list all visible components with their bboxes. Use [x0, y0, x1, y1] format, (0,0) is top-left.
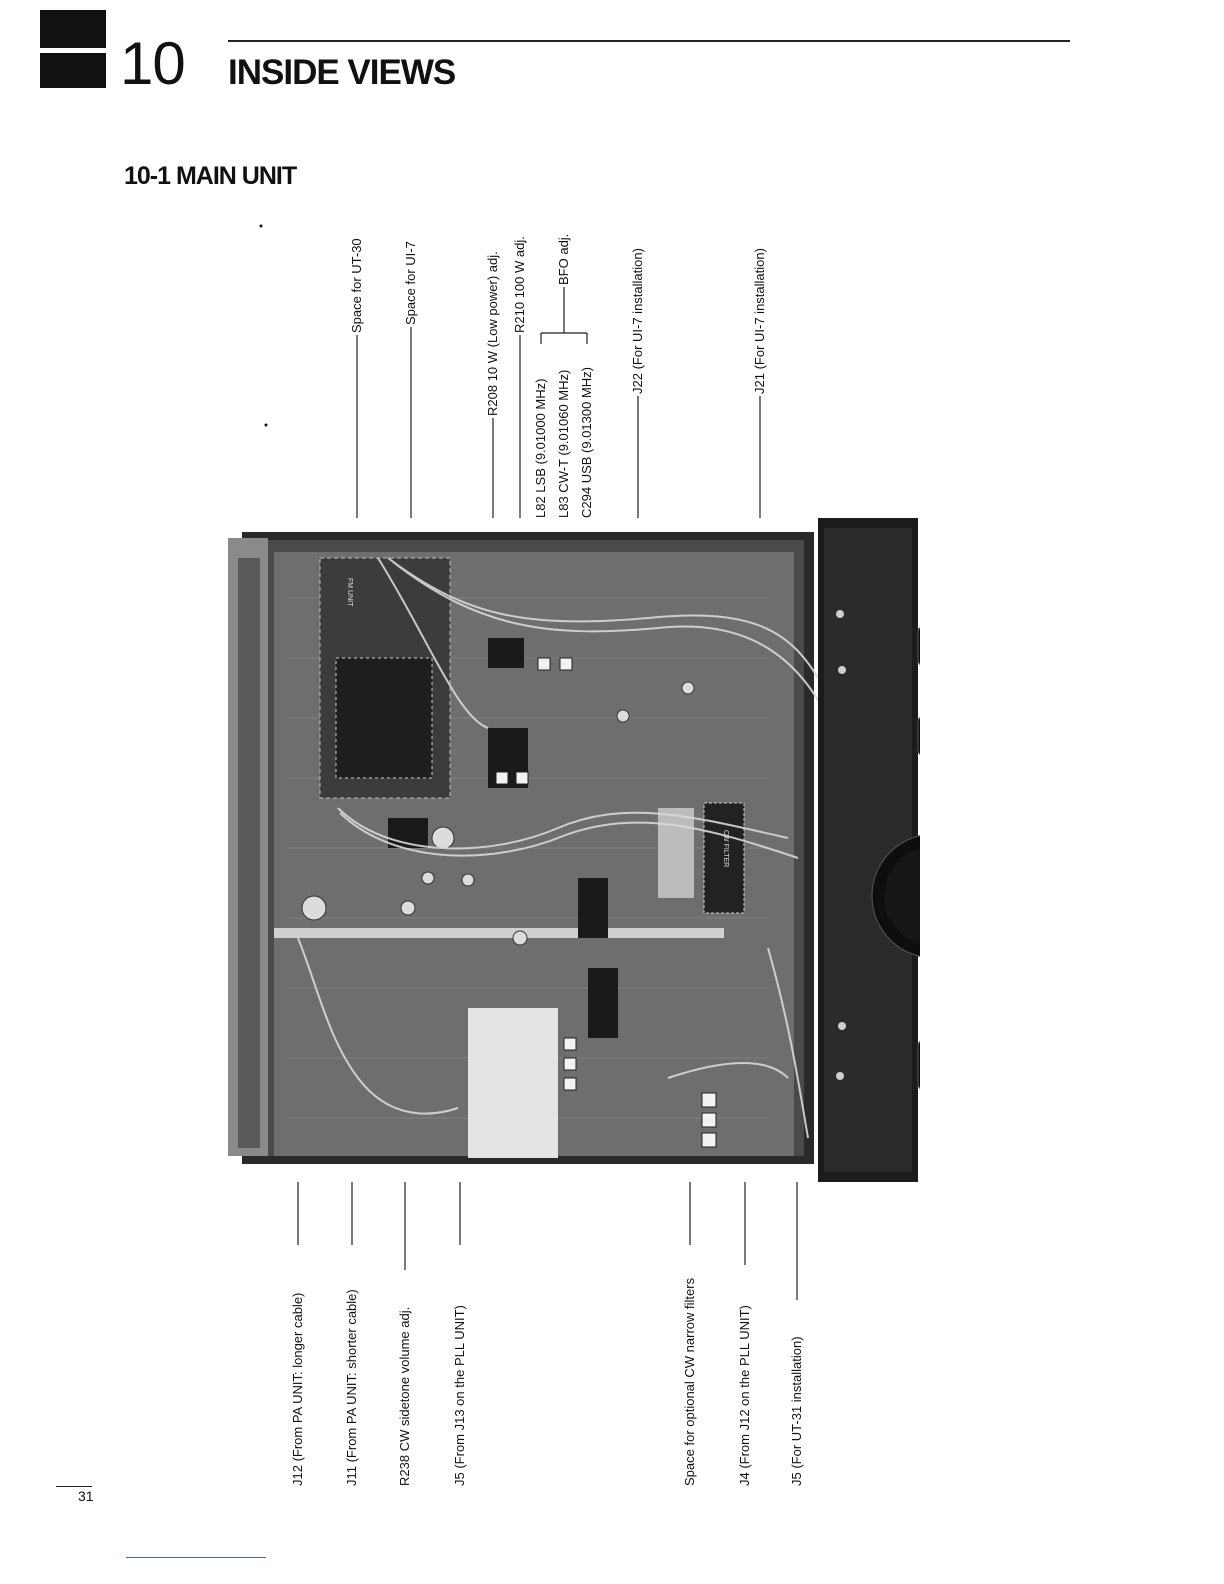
label-j22: J22 (For UI-7 installation) [630, 248, 645, 394]
label-c294: C294 USB (9.01300 MHz) [579, 366, 594, 518]
chapter-number: 10 [120, 30, 186, 97]
label-space-ui7: Space for UI-7 [403, 241, 418, 325]
label-r238: R238 CW sidetone volume adj. [397, 1306, 412, 1486]
pcb-label-fm-unit: FM UNIT [346, 578, 353, 607]
chapter-rule [228, 40, 1070, 42]
pcb-label-cw-filter: CW FILTER [722, 830, 729, 867]
page-number-rule [56, 1486, 92, 1487]
label-j11: J11 (From PA UNIT: shorter cable) [344, 1289, 359, 1486]
label-j21: J21 (For UI-7 installation) [752, 248, 767, 394]
chapter-marker-bottom [40, 53, 106, 88]
footer-link-rule [126, 1557, 266, 1558]
label-j4: J4 (From J12 on the PLL UNIT) [737, 1305, 752, 1486]
label-cw-filters: Space for optional CW narrow filters [682, 1277, 697, 1486]
label-j5-pll: J5 (From J13 on the PLL UNIT) [452, 1305, 467, 1486]
label-j5-ut31: J5 (For UT-31 installation) [789, 1336, 804, 1486]
chapter-marker-top [40, 10, 106, 48]
section-title: 10-1 MAIN UNIT [124, 162, 297, 190]
chapter-title: INSIDE VIEWS [228, 53, 456, 92]
label-l82: L82 LSB (9.01000 MHz) [533, 378, 548, 518]
page-number: 31 [78, 1488, 94, 1504]
main-unit-photo: CW FILTER FM UNIT [228, 518, 920, 1182]
label-r208: R208 10 W (Low power) adj. [485, 251, 500, 416]
label-r210: R210 100 W adj. [512, 236, 527, 333]
label-bfo: BFO adj. [556, 233, 571, 285]
label-j12: J12 (From PA UNIT: longer cable) [290, 1292, 305, 1486]
label-l83: L83 CW-T (9.01060 MHz) [556, 369, 571, 518]
label-space-ut30: Space for UT-30 [349, 238, 364, 333]
